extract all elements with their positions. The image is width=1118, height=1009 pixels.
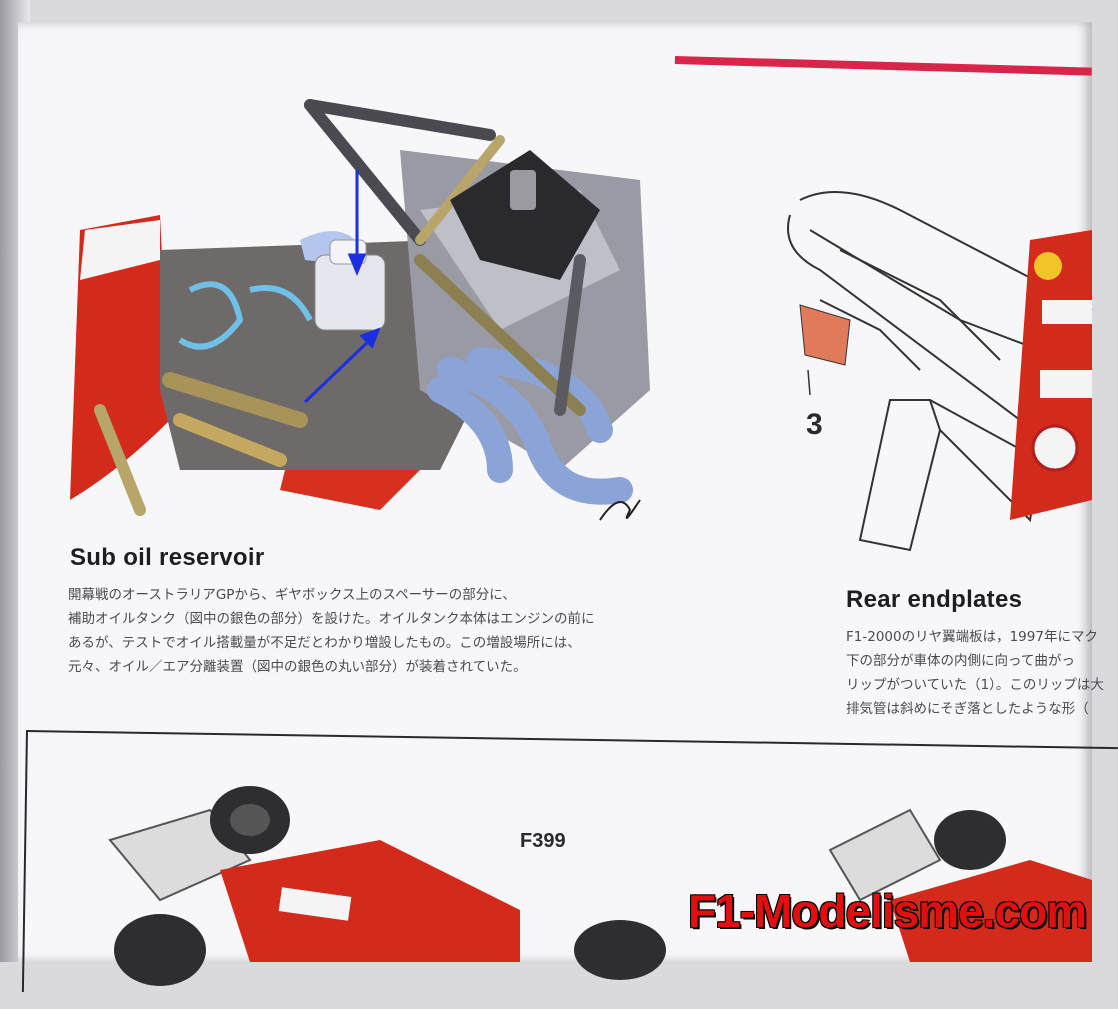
paragraph-line: 開幕戦のオーストラリアGPから、ギヤボックス上のスペーサーの部分に、	[68, 587, 516, 603]
f1-2000-car-illustration	[828, 808, 1092, 962]
car-label-f399: F399	[520, 830, 566, 852]
sub-oil-reservoir-text: 開幕戦のオーストラリアGPから、ギヤボックス上のスペーサーの部分に、 補助オイル…	[68, 583, 595, 679]
section-title-sub-oil-reservoir: Sub oil reservoir	[70, 544, 265, 571]
site-watermark: F1-Modelisme.com	[688, 885, 1087, 937]
callout-number: 3	[806, 408, 823, 441]
paragraph-line: リップがついていた（1）。このリップは大	[846, 677, 1104, 693]
sub-oil-reservoir-illustration	[70, 99, 650, 521]
paragraph-line: 元々、オイル／エア分離装置（図中の銀色の丸い部分）が装着されていた。	[68, 659, 527, 675]
rear-endplates-text: F1-2000のリヤ翼端板は，1997年にマク 下の部分が車体の内側に向って曲が…	[846, 625, 1104, 721]
paragraph-line: あるが、テストでオイル搭載量が不足だとわかり増設したもの。この増設場所には、	[68, 635, 581, 651]
section-title-rear-endplates: Rear endplates	[846, 586, 1023, 613]
f399-car-illustration	[108, 786, 666, 986]
paragraph-line: 排気管は斜めにそぎ落としたような形（	[846, 701, 1089, 717]
paragraph-line: 下の部分が車体の内側に向って曲がっ	[846, 653, 1075, 669]
paragraph-line: 補助オイルタンク（図中の銀色の部分）を設けた。オイルタンク本体はエンジンの前に	[68, 611, 595, 627]
paragraph-line: F1-2000のリヤ翼端板は，1997年にマク	[846, 629, 1098, 645]
rear-endplate-illustration	[787, 191, 1093, 552]
